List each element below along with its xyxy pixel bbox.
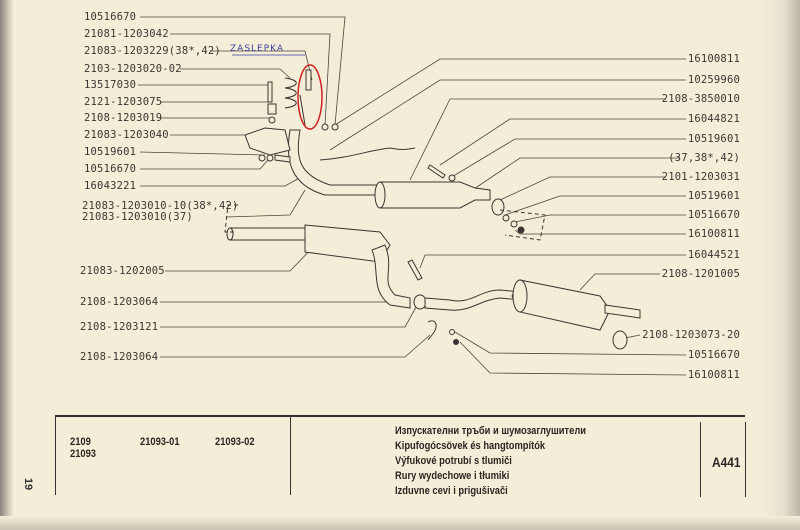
main-muffler bbox=[511, 279, 611, 331]
part-label: 2108-1201005 bbox=[661, 268, 740, 280]
part-label: 21081-1203042 bbox=[84, 28, 169, 40]
page-edge-bottom bbox=[0, 516, 800, 530]
page-number: 19 bbox=[22, 477, 35, 491]
part-label: 2108-3850010 bbox=[661, 93, 740, 105]
section-title: Изпускателни тръби и шумозаглушители bbox=[395, 425, 587, 437]
model-code: 2109 bbox=[70, 436, 91, 448]
part-label: 21083-1203040 bbox=[84, 129, 169, 141]
part-label: 2108-1203064 bbox=[80, 296, 159, 308]
section-title: Výfukové potrubí s tlumiči bbox=[395, 455, 512, 467]
model-code: 21093 bbox=[70, 448, 97, 460]
table-divider bbox=[700, 422, 701, 497]
leader-lines bbox=[138, 16, 687, 376]
part-label: 16043221 bbox=[84, 180, 137, 192]
table-top-rule bbox=[55, 415, 745, 417]
table-divider bbox=[55, 415, 56, 495]
part-label: 2108-1203019 bbox=[84, 112, 163, 124]
front-pipe bbox=[287, 129, 381, 196]
part-label: 10516670 bbox=[84, 11, 137, 23]
model-code: 21093-02 bbox=[215, 436, 255, 448]
annotation-circle bbox=[297, 64, 323, 130]
part-label: 16100811 bbox=[687, 228, 740, 240]
part-label: 21083-1203229(38*,42) bbox=[84, 45, 221, 57]
part-label: 10516670 bbox=[687, 349, 740, 361]
part-label: 2101-1203031 bbox=[661, 171, 740, 183]
table-divider bbox=[290, 415, 291, 495]
section-title: Kipufogócsövek és hangtompítók bbox=[395, 440, 546, 452]
part-label: 10519601 bbox=[687, 190, 740, 202]
part-label: 2108-1203064 bbox=[80, 351, 159, 363]
part-label: 21083-1203010-10(38*,42) bbox=[82, 200, 239, 212]
part-label: 2108-1203121 bbox=[80, 321, 159, 333]
catalytic-converter bbox=[379, 181, 491, 209]
part-label: 10519601 bbox=[84, 146, 137, 158]
part-label: 10259960 bbox=[687, 74, 740, 86]
parts bbox=[224, 69, 641, 350]
part-label: 16100811 bbox=[687, 369, 740, 381]
part-label: 2103-1203020-02 bbox=[84, 63, 182, 75]
table-divider bbox=[745, 422, 746, 497]
part-label: 10516670 bbox=[84, 163, 137, 175]
model-code: 21093-01 bbox=[140, 436, 180, 448]
part-label: 21083-1203010(37) bbox=[82, 211, 193, 223]
part-label: 21083-1202005 bbox=[80, 265, 165, 277]
part-label: 16044821 bbox=[687, 113, 740, 125]
part-label: 10516670 bbox=[687, 209, 740, 221]
part-label: 13517030 bbox=[84, 79, 137, 91]
rubber-hanger bbox=[612, 330, 628, 350]
page-edge-right bbox=[760, 0, 800, 530]
part-label: (37,38*,42) bbox=[668, 152, 740, 164]
page-edge-left bbox=[0, 0, 14, 530]
part-label: 2108-1203073-20 bbox=[642, 329, 740, 341]
part-label: 16100811 bbox=[687, 53, 740, 65]
annotation-zaslepka: ZASLEPKA bbox=[230, 44, 285, 54]
bracket bbox=[244, 127, 291, 156]
part-label: 16044521 bbox=[687, 249, 740, 261]
section-title: Izduvne cevi i prigušivači bbox=[395, 485, 508, 497]
section-title: Rury wydechowe i tłumiki bbox=[395, 470, 510, 482]
part-label: 2121-1203075 bbox=[84, 96, 163, 108]
section-code: A441 bbox=[712, 454, 741, 470]
part-label: 10519601 bbox=[687, 133, 740, 145]
